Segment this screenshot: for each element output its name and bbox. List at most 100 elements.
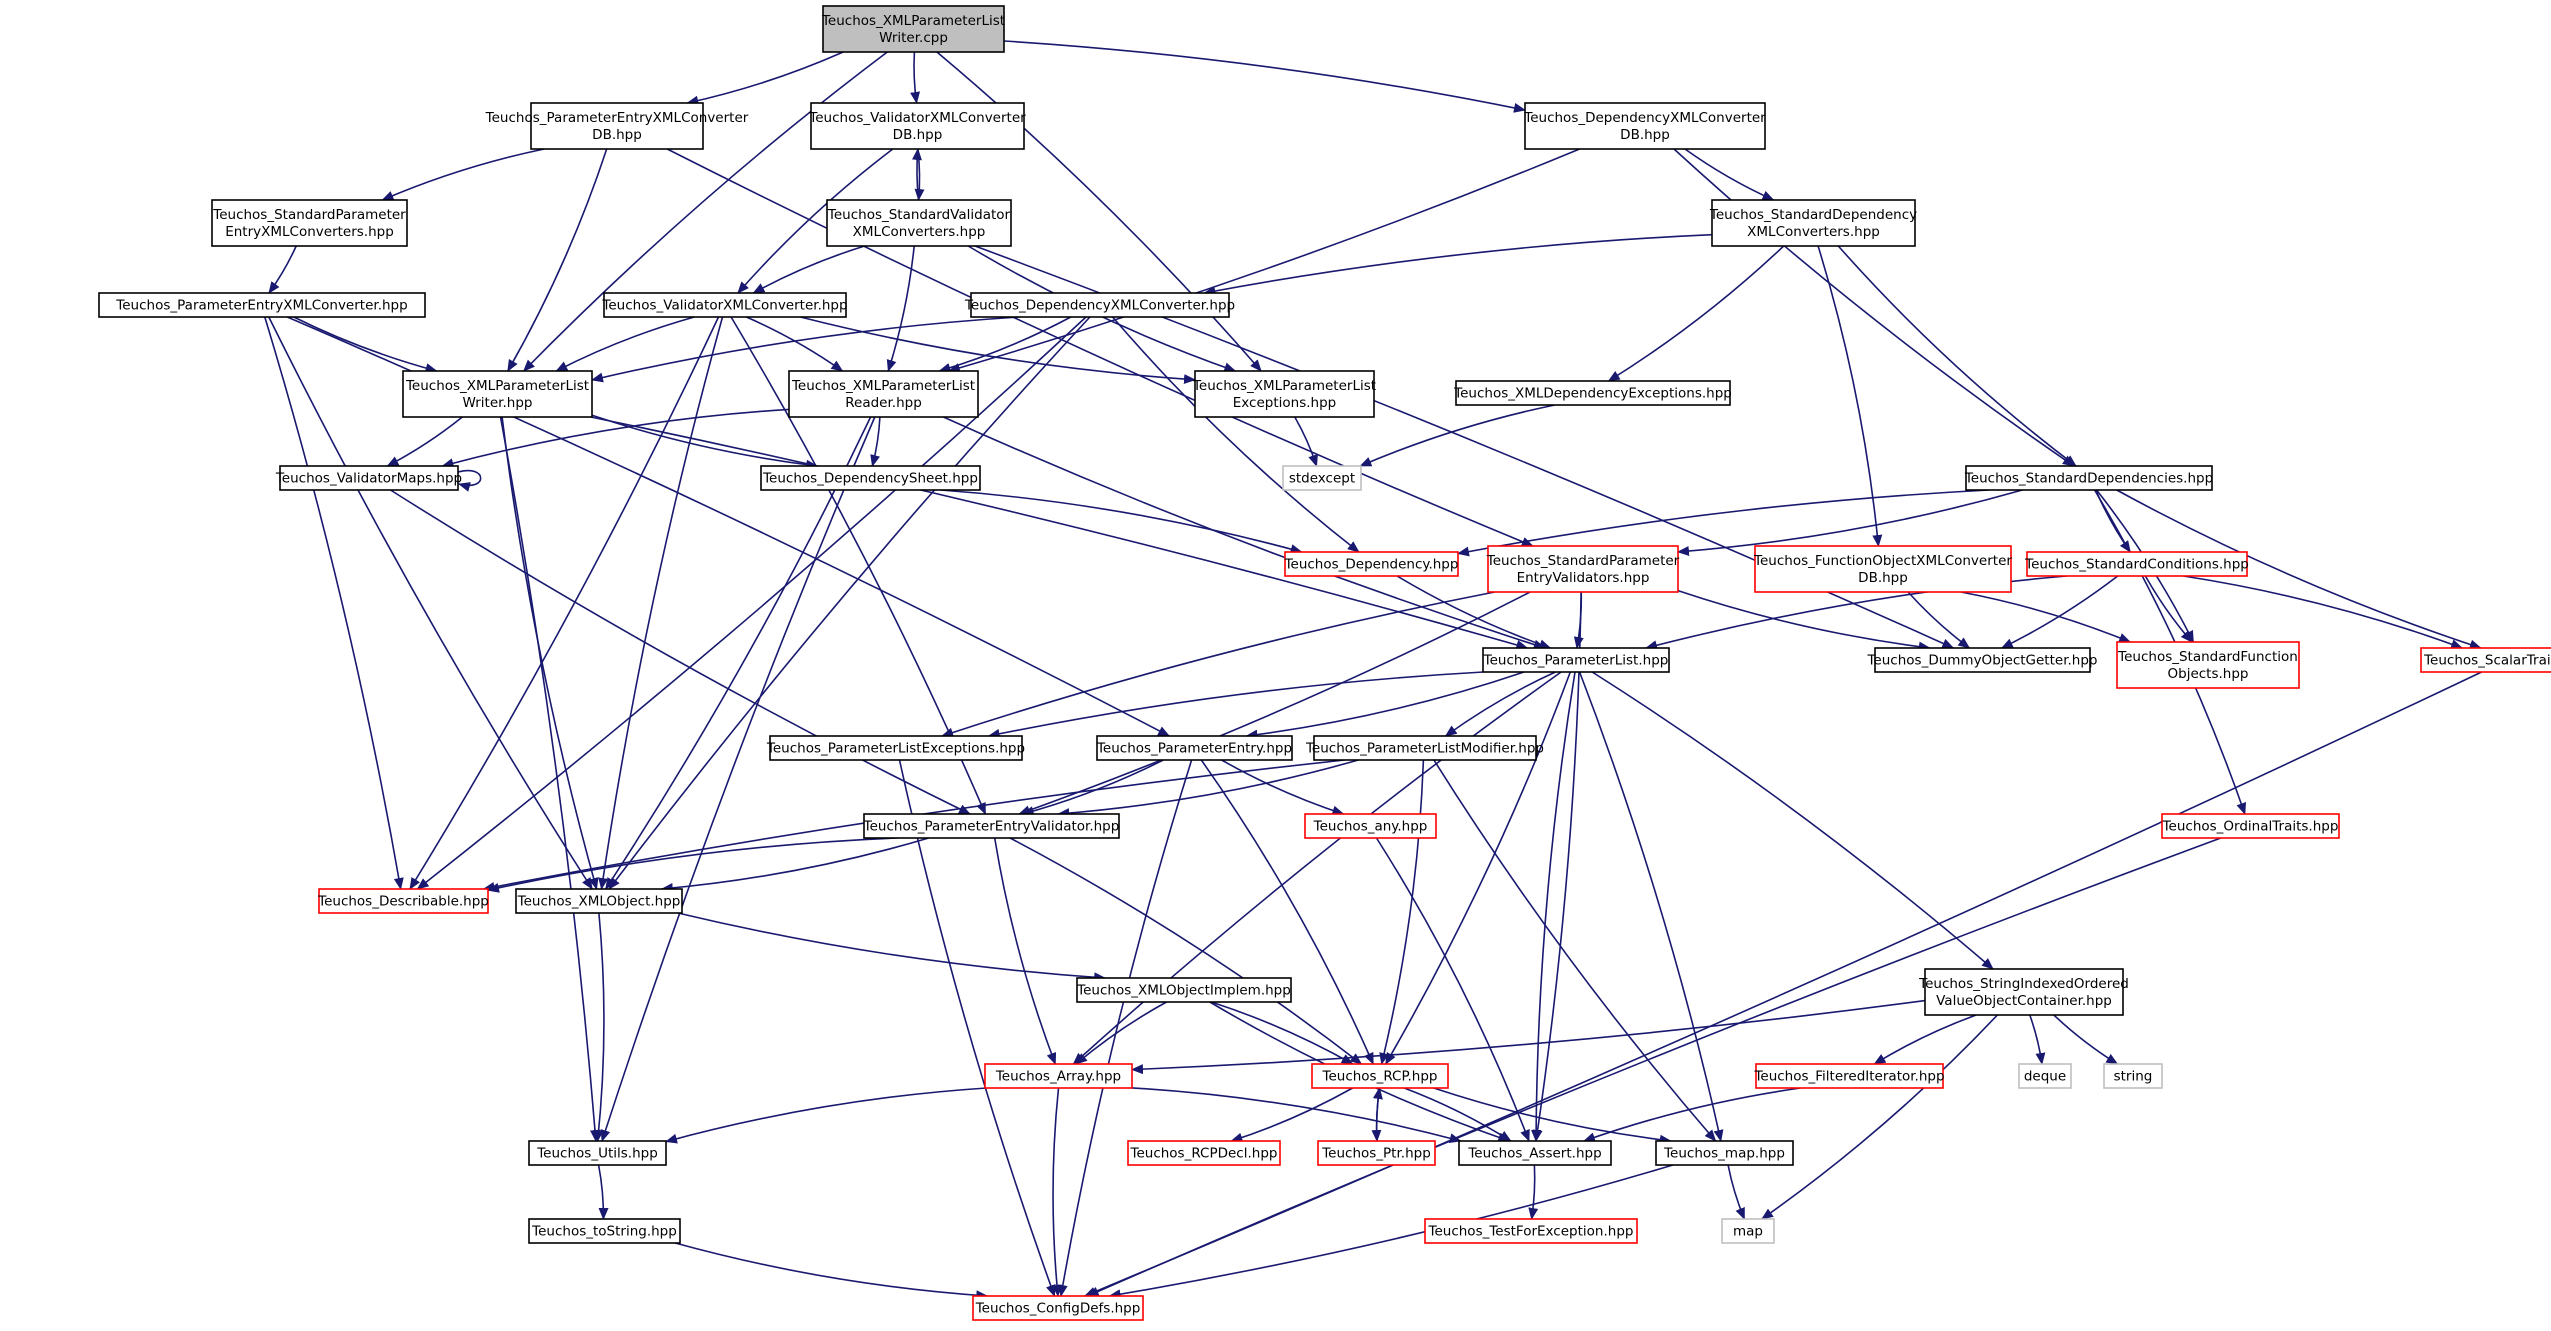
node-box: [810, 102, 1025, 150]
edge-rcp-to-assert: [1403, 1087, 1512, 1142]
node-depsheet[interactable]: Teuchos_DependencySheet.hpp: [760, 465, 981, 491]
node-label: map: [1733, 1224, 1763, 1240]
node-pev[interactable]: Teuchos_ParameterEntryValidator.hpp: [863, 813, 1120, 839]
node-label: EntryValidators.hpp: [1517, 570, 1650, 586]
node-xmlobj[interactable]: Teuchos_XMLObject.hpp: [515, 888, 683, 914]
edge-writer-to-depsheet: [591, 414, 819, 470]
node-array[interactable]: Teuchos_Array.hpp: [984, 1063, 1133, 1089]
node-label: Teuchos_Describable.hpp: [317, 894, 489, 910]
node-label: Teuchos_StandardFunction: [2117, 649, 2298, 665]
edge-stdcond-to-scalar: [2183, 575, 2464, 649]
edge-plist-to-plmod: [1444, 671, 1556, 737]
node-label: DB.hpp: [1858, 570, 1908, 586]
node-pentry[interactable]: Teuchos_ParameterEntry.hpp: [1096, 735, 1293, 761]
edge-plmod-to-pev: [1057, 759, 1359, 819]
edge-array-to-utils: [665, 1087, 987, 1144]
node-tostring[interactable]: Teuchos_toString.hpp: [528, 1218, 681, 1244]
node-label: Writer.hpp: [463, 395, 533, 411]
node-dummy[interactable]: Teuchos_DummyObjectGetter.hpp: [1866, 647, 2098, 673]
node-stdpeconv[interactable]: Teuchos_StandardParameterEntryXMLConvert…: [211, 199, 408, 247]
node-assert[interactable]: Teuchos_Assert.hpp: [1458, 1140, 1612, 1166]
edge-depconv-to-reader: [938, 316, 1072, 373]
node-scalar[interactable]: Teuchos_ScalarTraits.hpp: [2420, 647, 2551, 673]
node-plmod[interactable]: Teuchos_ParameterListModifier.hpp: [1305, 735, 1544, 761]
node-label: stdexcept: [1289, 471, 1355, 487]
node-box: [603, 292, 847, 318]
node-box: [1754, 545, 2012, 593]
node-label: Teuchos_ParameterListModifier.hpp: [1305, 741, 1544, 757]
node-label: Teuchos_StandardValidator: [827, 207, 1011, 223]
node-box: [1755, 1063, 1944, 1089]
node-label: DB.hpp: [893, 127, 943, 143]
node-rcpdecl[interactable]: Teuchos_RCPDecl.hpp: [1127, 1140, 1281, 1166]
node-label: Teuchos_XMLDependencyExceptions.hpp: [1453, 386, 1732, 402]
node-box: [1458, 1140, 1612, 1166]
node-label: Objects.hpp: [2168, 666, 2249, 682]
node-stdvalconv[interactable]: Teuchos_StandardValidatorXMLConverters.h…: [826, 199, 1012, 247]
node-label: Teuchos_XMLParameterList: [821, 13, 1005, 29]
node-utils[interactable]: Teuchos_Utils.hpp: [528, 1140, 667, 1166]
node-ptr[interactable]: Teuchos_Ptr.hpp: [1317, 1140, 1436, 1166]
edge-sio-to-array: [1131, 999, 1926, 1075]
edge-root-to-peconvdb: [686, 51, 844, 106]
edge-sio-to-stdmap: [1761, 1014, 1998, 1220]
node-plist[interactable]: Teuchos_ParameterList.hpp: [1482, 647, 1670, 673]
node-label: Teuchos_Ptr.hpp: [1321, 1146, 1431, 1162]
edge-stddepconv-to-depconv: [1203, 233, 1713, 296]
node-configdefs[interactable]: Teuchos_ConfigDefs.hpp: [972, 1295, 1144, 1321]
node-label: Teuchos_ParameterList.hpp: [1483, 653, 1669, 669]
node-box: [1127, 1140, 1281, 1166]
edge-pentry-to-rcp: [1200, 759, 1374, 1065]
node-sio[interactable]: Teuchos_StringIndexedOrderedValueObjectC…: [1918, 968, 2129, 1016]
node-stddeps[interactable]: Teuchos_StandardDependencies.hpp: [1964, 465, 2213, 491]
node-label: Teuchos_ConfigDefs.hpp: [975, 1301, 1141, 1317]
node-box: [2420, 647, 2551, 673]
node-valmaps[interactable]: Teuchos_ValidatorMaps.hpp: [275, 465, 462, 491]
node-plexcs[interactable]: Teuchos_ParameterListExceptions.hpp: [766, 735, 1025, 761]
node-stdcond[interactable]: Teuchos_StandardConditions.hpp: [2024, 551, 2249, 577]
node-describable[interactable]: Teuchos_Describable.hpp: [317, 888, 489, 914]
node-ordinal[interactable]: Teuchos_OrdinalTraits.hpp: [2161, 813, 2340, 839]
node-filtered[interactable]: Teuchos_FilteredIterator.hpp: [1753, 1063, 1945, 1089]
node-box: [528, 1140, 667, 1166]
node-box: [822, 5, 1005, 53]
edge-xmlobj-to-xmlobjimpl: [677, 912, 1107, 983]
node-testexc[interactable]: Teuchos_TestForException.hpp: [1424, 1218, 1638, 1244]
edge-utils-to-tostring: [597, 1164, 609, 1220]
node-depexc[interactable]: Teuchos_XMLDependencyExceptions.hpp: [1453, 380, 1732, 406]
edge-valmaps-to-pev: [390, 489, 971, 815]
node-box: [515, 888, 683, 914]
node-label: Teuchos_StandardParameter: [212, 207, 406, 223]
node-any[interactable]: Teuchos_any.hpp: [1304, 813, 1437, 839]
node-peconv[interactable]: Teuchos_ParameterEntryXMLConverter.hpp: [98, 292, 426, 318]
node-box: [318, 888, 489, 914]
node-label: Teuchos_XMLParameterList: [791, 378, 975, 394]
node-label: DB.hpp: [1620, 127, 1670, 143]
node-label: DB.hpp: [592, 127, 642, 143]
edge-array-to-assert: [1131, 1087, 1462, 1144]
node-label: Reader.hpp: [845, 395, 922, 411]
edge-peconvdb-to-writer: [507, 148, 608, 372]
node-stdpeval[interactable]: Teuchos_StandardParameterEntryValidators…: [1486, 545, 1680, 593]
node-box: [769, 735, 1023, 761]
node-stddepconv[interactable]: Teuchos_StandardDependencyXMLConverters.…: [1709, 199, 1917, 247]
edge-plist-to-sio: [1591, 671, 1994, 970]
edge-depexc-to-stdexcept: [1359, 404, 1555, 467]
node-map[interactable]: Teuchos_map.hpp: [1655, 1140, 1794, 1166]
node-xmlobjimpl[interactable]: Teuchos_XMLObjectImplem.hpp: [1076, 977, 1292, 1003]
node-box: [1096, 735, 1293, 761]
node-valconv[interactable]: Teuchos_ValidatorXMLConverter.hpp: [601, 292, 848, 318]
node-label: string: [2114, 1069, 2153, 1085]
node-depconv[interactable]: Teuchos_DependencyXMLConverter.hpp: [964, 292, 1235, 318]
node-dependency[interactable]: Teuchos_Dependency.hpp: [1284, 551, 1459, 577]
node-rcp[interactable]: Teuchos_RCP.hpp: [1311, 1063, 1449, 1089]
